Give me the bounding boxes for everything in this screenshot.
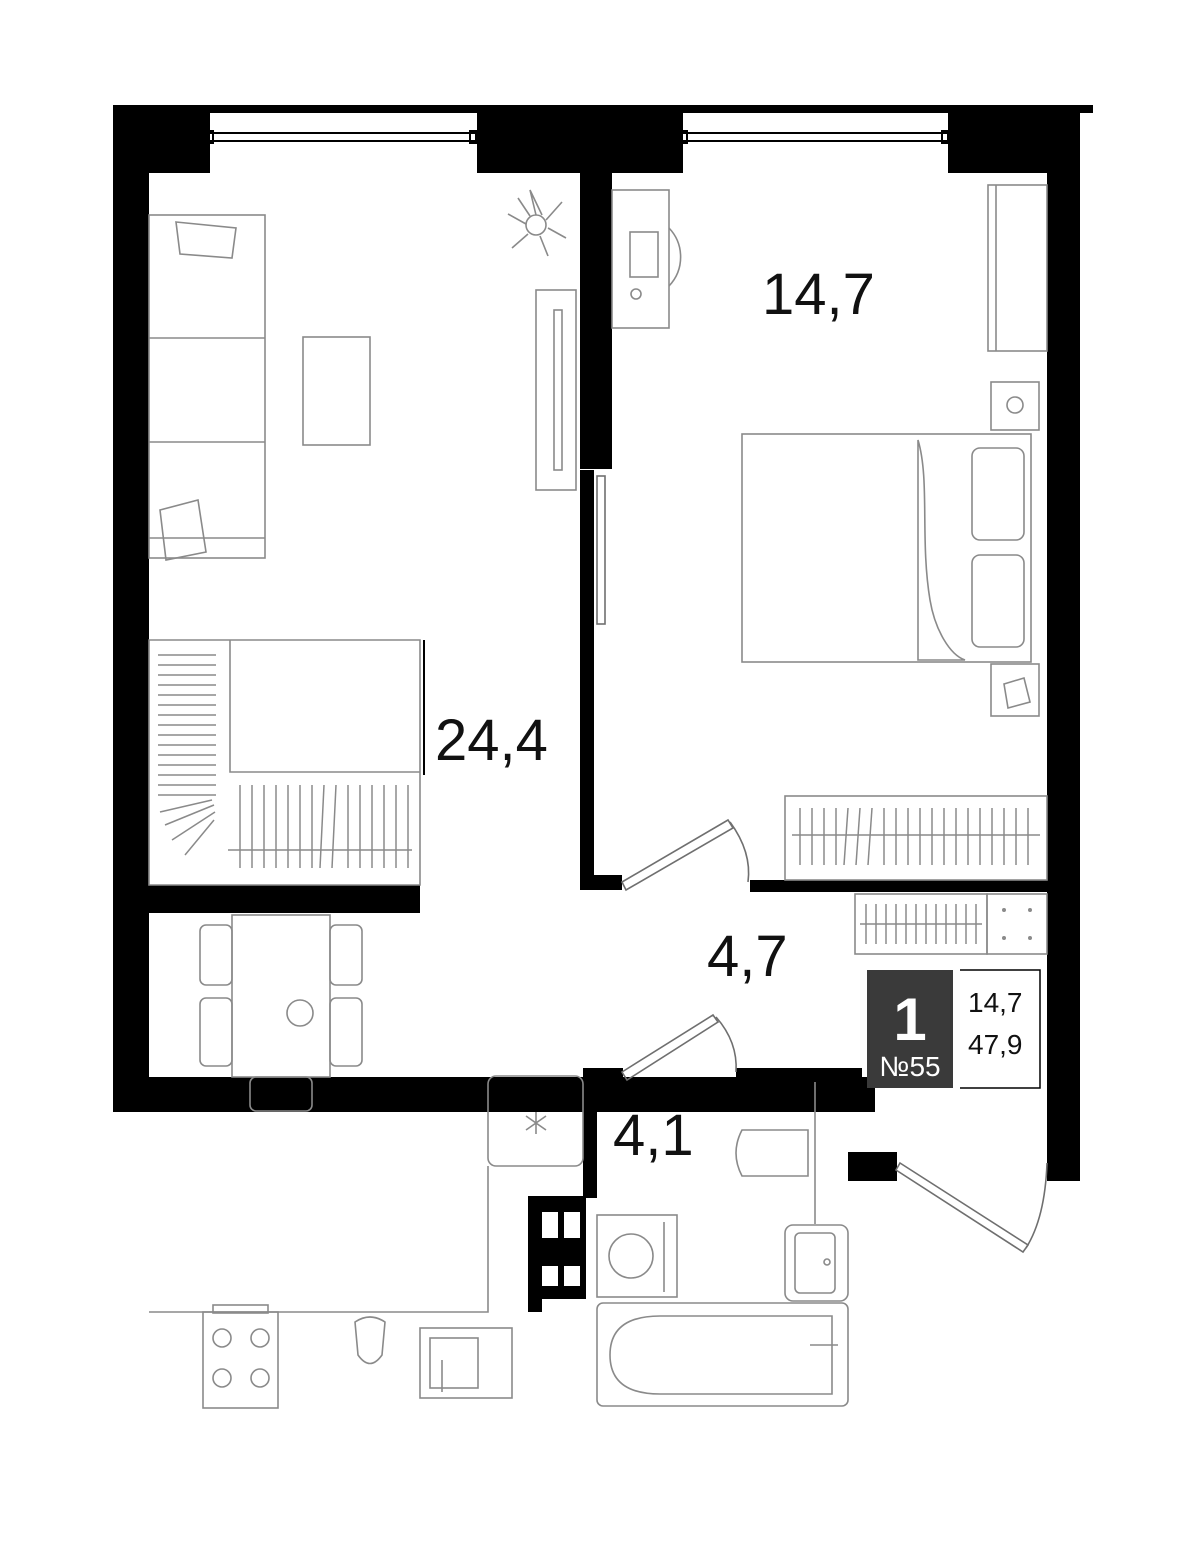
total-area-value: 47,9 [968, 1029, 1023, 1060]
doors [596, 475, 1048, 1254]
toilet [735, 1082, 816, 1224]
nightstand-top [990, 381, 1040, 431]
apartment-badge: 1 №55 [867, 970, 953, 1088]
sofa [148, 214, 266, 561]
bathtub [596, 1302, 849, 1407]
entrance-door [894, 1161, 1048, 1254]
windows [206, 130, 949, 144]
bedroom-door [620, 818, 750, 892]
bedroom-area: 14,7 [762, 262, 875, 327]
washing-machine [596, 1214, 678, 1298]
desk [611, 189, 682, 329]
furniture [148, 184, 1048, 1409]
bed [741, 433, 1032, 663]
tv-stand [535, 289, 577, 491]
area-summary: 14,7 47,9 [960, 969, 1041, 1089]
dresser [987, 184, 1048, 352]
rooms-count: 1 [893, 986, 926, 1053]
kitchen-counter [149, 1166, 513, 1409]
apartment-number: №55 [879, 1051, 940, 1082]
nightstand-bottom [990, 663, 1040, 717]
wardrobe [148, 639, 425, 886]
bathroom-area: 4,1 [613, 1103, 694, 1168]
bathroom-sink [784, 1224, 849, 1302]
bedroom-wardrobe [784, 795, 1048, 881]
dining-table [199, 914, 363, 1112]
living-room-area: 24,4 [435, 708, 548, 773]
bathroom-door [620, 1013, 737, 1082]
hall-wardrobe [854, 893, 1048, 955]
plant-icon [507, 189, 567, 257]
ventilation-shaft [542, 1212, 580, 1286]
hall-area: 4,7 [707, 924, 788, 989]
living-area-value: 14,7 [968, 987, 1023, 1018]
coffee-table [302, 336, 371, 446]
badge-background [867, 970, 953, 1088]
walls [113, 105, 1093, 1312]
fridge [487, 1075, 584, 1167]
